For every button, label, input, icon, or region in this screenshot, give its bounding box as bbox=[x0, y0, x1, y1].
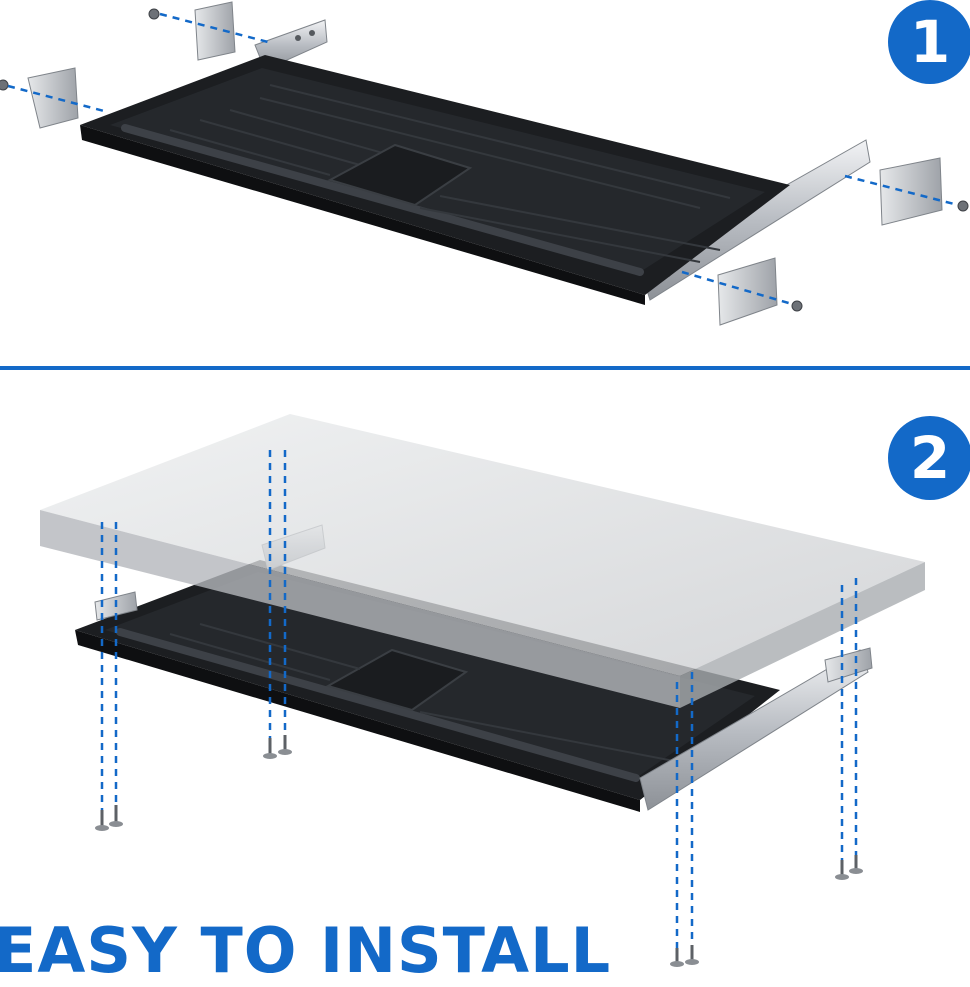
screw-icon bbox=[0, 79, 9, 91]
step-1-illustration bbox=[0, 1, 969, 326]
mounting-bracket-icon bbox=[27, 67, 79, 129]
keyboard-tray-icon bbox=[80, 55, 790, 305]
screw-icon bbox=[148, 8, 160, 20]
slide-rail-icon bbox=[639, 649, 869, 811]
screw-icon bbox=[835, 860, 849, 880]
screw-icon bbox=[685, 945, 699, 965]
screw-icon bbox=[849, 855, 863, 874]
mounting-bracket-icon bbox=[194, 1, 236, 61]
mounting-bracket-icon bbox=[879, 157, 943, 226]
step-badge-2: 2 bbox=[888, 416, 970, 500]
alignment-guides bbox=[100, 450, 858, 948]
section-divider bbox=[0, 366, 970, 370]
screw-icon bbox=[278, 735, 292, 755]
screw-icon bbox=[791, 300, 803, 312]
keyboard-tray-icon bbox=[75, 560, 780, 812]
mounting-bracket-icon bbox=[824, 647, 873, 683]
step-badge-1: 1 bbox=[888, 0, 970, 84]
screw-icon bbox=[263, 738, 277, 759]
headline: EASY TO INSTALL bbox=[0, 914, 612, 987]
screw-icon bbox=[109, 805, 123, 827]
step-2-illustration bbox=[40, 414, 925, 967]
screw-icon bbox=[95, 810, 109, 831]
alignment-guides bbox=[7, 12, 959, 306]
screw-icon bbox=[957, 200, 969, 212]
desk-top-icon bbox=[40, 414, 925, 708]
screw-icon bbox=[670, 948, 684, 967]
